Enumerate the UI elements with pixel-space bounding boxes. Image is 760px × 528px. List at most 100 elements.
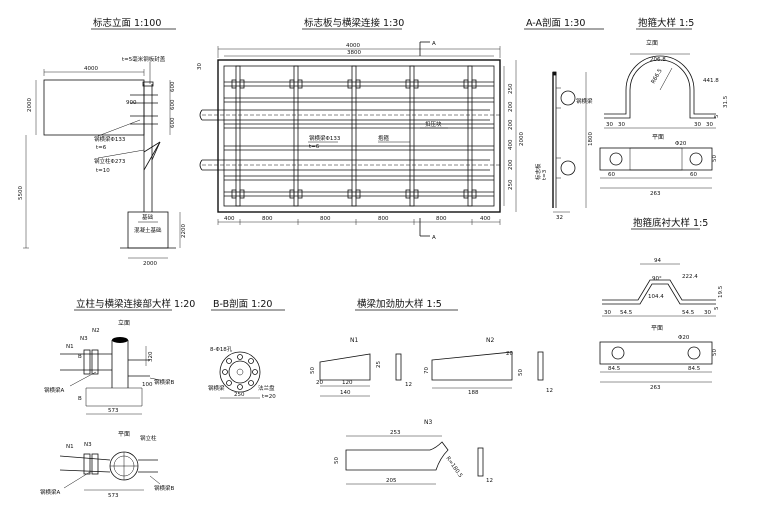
svg-text:253: 253: [390, 430, 401, 436]
svg-text:Φ20: Φ20: [675, 141, 687, 147]
svg-text:205: 205: [386, 478, 397, 484]
svg-text:200: 200: [508, 159, 514, 170]
svg-text:100: 100: [142, 382, 153, 388]
svg-text:800: 800: [262, 216, 273, 222]
sign-elevation-view: 4000 2000 5500 900 600 600 600 2000 2200…: [18, 55, 187, 267]
svg-text:N3: N3: [424, 419, 432, 426]
hoop-elev-label: 立面: [646, 39, 658, 47]
label-joint-beam-b: 钢横梁B: [154, 378, 175, 386]
svg-text:206.8: 206.8: [650, 57, 666, 63]
rib-n2-side: [537, 351, 544, 381]
svg-text:200: 200: [508, 119, 514, 130]
svg-text:104.4: 104.4: [648, 294, 664, 300]
svg-text:250: 250: [234, 392, 245, 398]
panel-crossbeam-view: A A 4000 3800 30 400 800 800 800 800 400…: [197, 41, 525, 241]
panel-crossbeam-pipes: [199, 109, 500, 171]
svg-text:84.5: 84.5: [688, 366, 701, 372]
svg-text:B: B: [78, 396, 82, 402]
label-clamp-block: 扣压块: [425, 120, 442, 128]
panel-outer: [217, 59, 501, 213]
rib-n2-shape: [431, 351, 513, 381]
hoop-elevation-outline: [604, 59, 716, 119]
svg-text:t=6: t=6: [309, 144, 320, 150]
svg-text:平面: 平面: [118, 431, 130, 438]
svg-text:222.4: 222.4: [682, 274, 698, 280]
svg-text:50: 50: [334, 457, 340, 464]
hoop-base-plan-plate: [599, 341, 713, 365]
aa-beam-upper: [560, 90, 576, 106]
svg-text:50: 50: [712, 349, 718, 356]
svg-text:600: 600: [170, 99, 176, 110]
panel-clamp-blocks: [231, 79, 477, 199]
svg-text:N1: N1: [66, 444, 74, 450]
svg-text:250: 250: [508, 179, 514, 190]
section-bb-view: 250 8-Φ18孔 钢横梁 法兰盘 t=20: [208, 345, 276, 400]
svg-text:800: 800: [378, 216, 389, 222]
svg-text:250: 250: [508, 83, 514, 94]
sign-board: [43, 79, 145, 136]
svg-text:3800: 3800: [347, 50, 361, 56]
svg-text:50: 50: [310, 367, 316, 374]
svg-text:50: 50: [518, 369, 524, 376]
svg-text:400: 400: [480, 216, 491, 222]
svg-text:800: 800: [436, 216, 447, 222]
label-steel-post: 钢立柱Φ273: [94, 157, 126, 165]
svg-text:钢横梁A: 钢横梁A: [40, 488, 61, 496]
hoop-base-outline: [602, 279, 716, 301]
label-joint-beam-a: 钢横梁A: [44, 386, 65, 394]
label-joint-post: 钢立柱: [140, 434, 157, 442]
dim-panel-width: 4000: [346, 43, 360, 49]
label-concrete-foundation: 混凝土基础: [134, 226, 162, 234]
label-bb-beam: 钢横梁: [208, 384, 225, 392]
dim-foundation-width: 2000: [143, 261, 157, 267]
svg-text:200: 200: [508, 101, 514, 112]
title-joint: 立柱与横梁连接部大样 1:20: [76, 298, 195, 310]
svg-text:t=10: t=10: [96, 168, 110, 174]
svg-text:30: 30: [694, 122, 701, 128]
svg-text:263: 263: [650, 385, 661, 391]
title-rib: 横梁加劲肋大样 1:5: [357, 298, 442, 310]
joint-detail: 立面 573 320 100 N2 N1 N3 B B 钢横梁A 钢横梁B 平面…: [40, 319, 175, 499]
hoop-base-detail: 94 222.4 90° 104.4 19.5 5 30 54.5 54.5 3…: [599, 258, 724, 391]
dim-arm-offset: 900: [126, 100, 137, 106]
hoop-plan-plate: [599, 147, 713, 171]
svg-text:54.5: 54.5: [620, 310, 633, 316]
svg-text:30: 30: [197, 63, 203, 70]
dim-panel-height: 2000: [519, 132, 525, 146]
title-hoop: 抱箍大样 1:5: [638, 17, 694, 29]
svg-text:N2: N2: [486, 337, 494, 344]
bb-flange-outer: [219, 351, 261, 393]
svg-text:30: 30: [618, 122, 625, 128]
svg-text:60: 60: [690, 172, 697, 178]
label-aa-panel: 标志板: [534, 163, 542, 180]
rib-n3-shape: [345, 441, 449, 471]
svg-text:12: 12: [405, 382, 412, 388]
bb-bolt-holes: [222, 354, 258, 390]
svg-text:140: 140: [340, 390, 351, 396]
label-aa-beam: 钢横梁: [576, 97, 593, 105]
svg-text:25: 25: [376, 361, 382, 368]
svg-text:54.5: 54.5: [682, 310, 695, 316]
rib-n3-side: [477, 447, 484, 477]
dim-sign-width: 4000: [84, 66, 98, 72]
svg-text:441.8: 441.8: [703, 78, 719, 84]
svg-text:50: 50: [712, 155, 718, 162]
svg-text:94: 94: [654, 258, 661, 264]
section-titles: 标志立面 1:100 标志板与横梁连接 1:30 A-A剖面 1:30 抱箍大样…: [74, 17, 708, 311]
rib-n1-shape: [319, 353, 371, 381]
title-section-bb: B-B剖面 1:20: [213, 298, 272, 310]
svg-text:立面: 立面: [118, 319, 130, 327]
svg-text:基础: 基础: [142, 213, 154, 221]
svg-text:30: 30: [604, 310, 611, 316]
svg-text:5: 5: [714, 114, 720, 118]
svg-text:B: B: [78, 354, 82, 360]
section-mark-a-bottom: A: [432, 235, 436, 241]
svg-text:钢横梁B: 钢横梁B: [154, 484, 175, 492]
svg-text:20: 20: [506, 351, 513, 357]
title-hoop-base: 抱箍底衬大样 1:5: [633, 217, 708, 229]
dim-aa-height: 1800: [588, 132, 594, 146]
title-panel: 标志板与横梁连接 1:30: [304, 17, 404, 29]
svg-text:t=6: t=6: [96, 145, 107, 151]
svg-text:573: 573: [108, 408, 119, 414]
svg-text:N1: N1: [66, 344, 74, 350]
